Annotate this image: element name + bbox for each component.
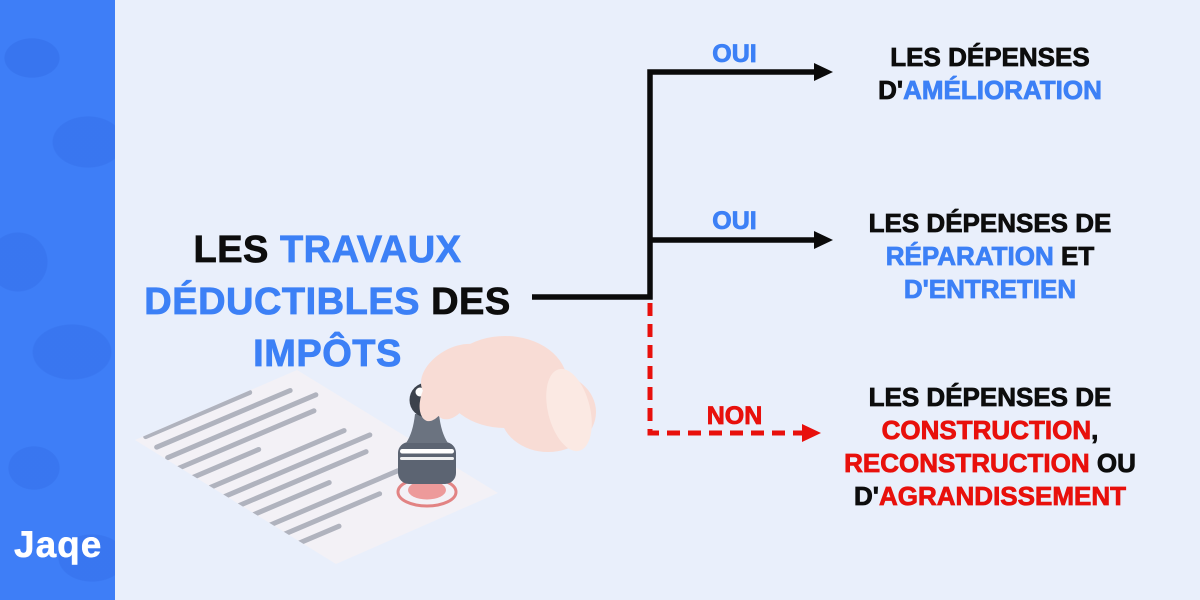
title-segment: DES — [431, 281, 511, 324]
rubber-stamp-icon — [398, 382, 456, 484]
red-stamp-mark-icon — [396, 476, 458, 508]
branch-label-oui-1: OUI — [712, 40, 757, 69]
result-segment: , — [1091, 415, 1099, 446]
title-line: DÉDUCTIBLES DES — [140, 276, 515, 328]
result-segment: D' — [878, 75, 904, 106]
result-segment: RÉPARATION — [885, 241, 1054, 272]
result-segment: AMÉLIORATION — [903, 75, 1103, 106]
arrowhead-oui-2-icon — [814, 231, 833, 249]
title-segment: DÉDUCTIBLES — [144, 281, 432, 324]
title-line: IMPÔTS — [140, 328, 515, 380]
branch-line-oui-1 — [532, 69, 816, 300]
arrowhead-non-icon — [802, 424, 821, 442]
branch-result-construction: LES DÉPENSES DE CONSTRUCTION, RECONSTRUC… — [835, 381, 1145, 513]
page-title: LES TRAVAUX DÉDUCTIBLES DES IMPÔTS — [140, 224, 515, 380]
result-segment: D'ENTRETIEN — [903, 274, 1077, 305]
result-segment: AGRANDISSEMENT — [878, 481, 1127, 512]
title-segment: IMPÔTS — [253, 333, 402, 376]
branch-label-oui-2: OUI — [712, 207, 757, 236]
result-segment: D' — [854, 481, 880, 512]
title-segment: LES — [193, 229, 280, 272]
brand-logo: Jaqe — [14, 524, 103, 566]
title-segment: TRAVAUX — [279, 229, 462, 272]
arrowhead-oui-1-icon — [814, 63, 833, 81]
branch-result-amelioration: LES DÉPENSES D'AMÉLIORATION — [835, 41, 1145, 107]
branch-label-non: NON — [706, 402, 763, 431]
result-segment: CONSTRUCTION — [881, 415, 1092, 446]
result-segment: LES DÉPENSES DE — [868, 382, 1112, 413]
result-segment: RECONSTRUCTION — [844, 448, 1090, 479]
result-segment: LES DÉPENSES — [890, 42, 1090, 73]
result-segment: OU — [1089, 448, 1136, 479]
title-line: LES TRAVAUX — [140, 224, 515, 276]
branch-result-reparation-entretien: LES DÉPENSES DE RÉPARATION ET D'ENTRETIE… — [835, 207, 1145, 306]
sidebar: Jaqe — [0, 0, 115, 600]
result-segment: LES DÉPENSES DE — [868, 208, 1112, 239]
result-segment: ET — [1053, 241, 1095, 272]
document-paper-icon — [135, 370, 498, 564]
